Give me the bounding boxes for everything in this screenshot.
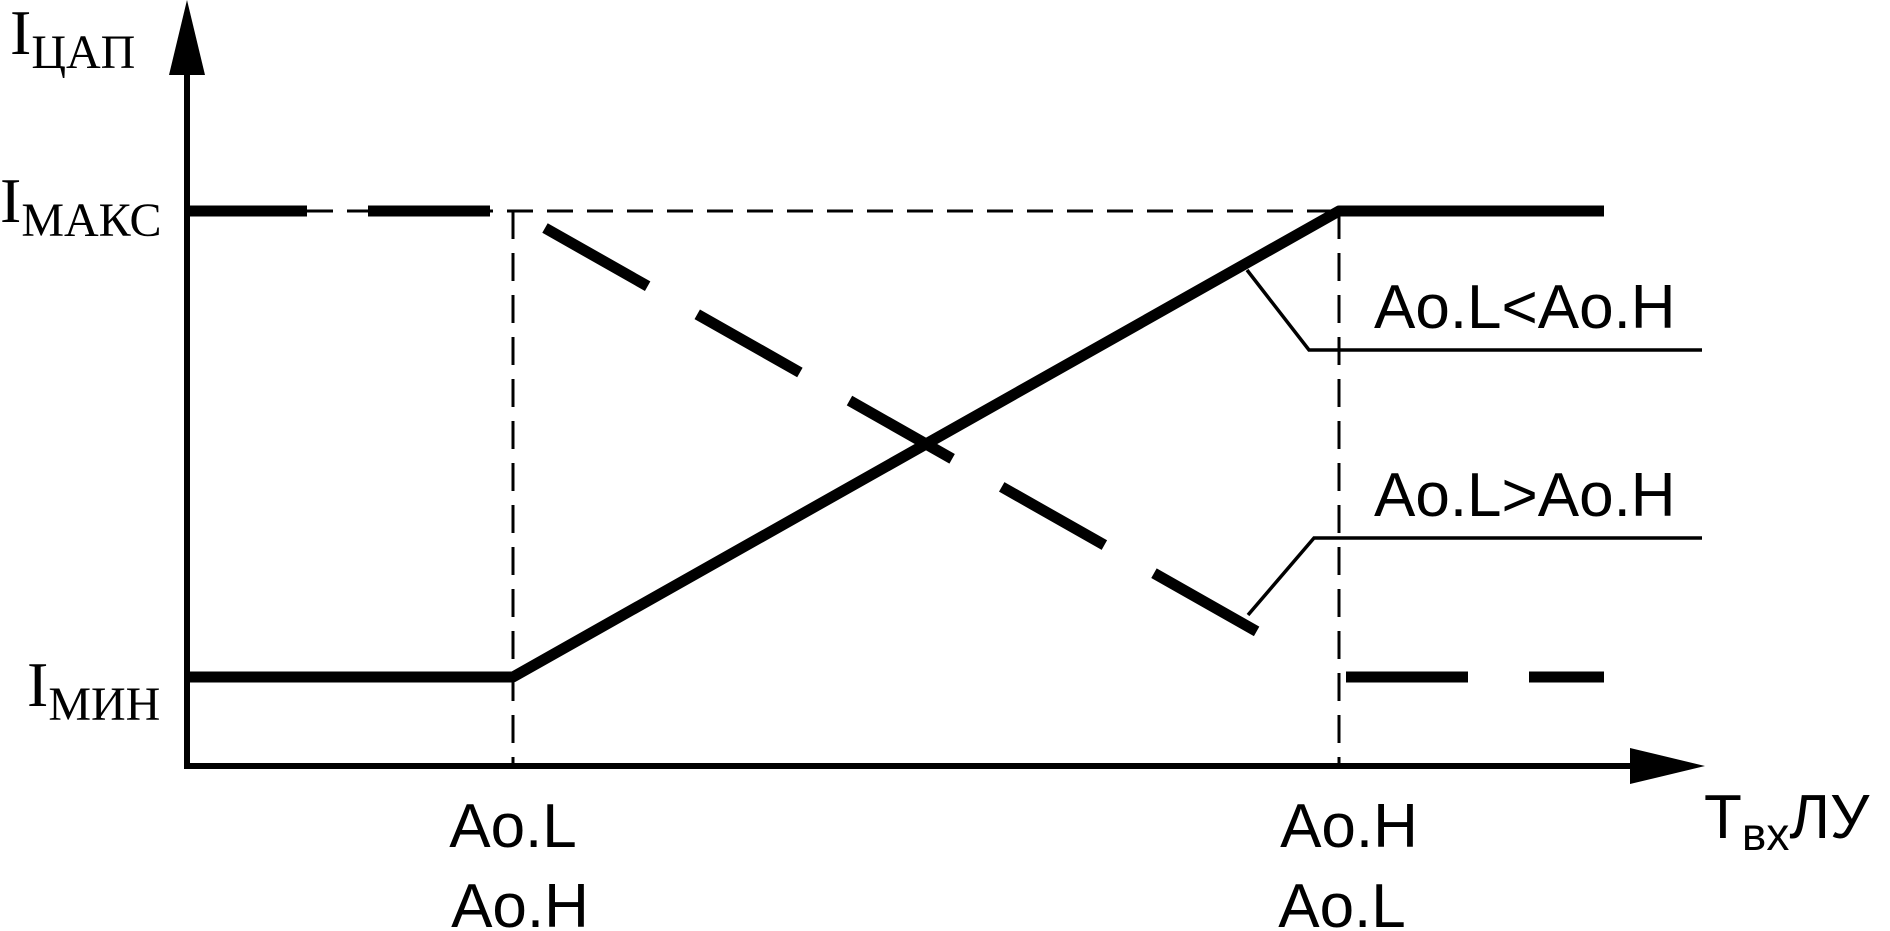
level-min-label-sub: МИН — [48, 678, 160, 731]
y-axis-label-main: I — [10, 0, 31, 68]
x-axis-arrowhead — [1630, 748, 1705, 784]
x-axis-label-suffix: ЛУ — [1789, 783, 1870, 852]
x-axis-label-main: T — [1704, 783, 1742, 852]
x-tick-right-bottom: Ao.L — [1278, 872, 1406, 931]
legend-leader-dashed — [1246, 536, 1702, 617]
x-axis-label-sub: вх — [1742, 808, 1789, 860]
level-max-label: IМАКС — [0, 165, 162, 247]
x-tick-right-top: Ao.H — [1280, 792, 1418, 861]
level-max-label-main: I — [0, 165, 21, 236]
x-axis-label: TвхЛУ — [1704, 783, 1870, 860]
x-tick-left-bottom: Ao.H — [451, 872, 589, 931]
legend-label-solid: Ao.L<Ao.H — [1374, 273, 1676, 342]
level-min-label-main: I — [27, 649, 48, 720]
y-axis-arrowhead — [169, 0, 205, 75]
level-min-label: IМИН — [27, 649, 160, 731]
y-axis-label: IЦАП — [10, 0, 135, 79]
level-max-label-sub: МАКС — [21, 194, 161, 247]
legend-leader-solid — [1245, 268, 1702, 352]
y-axis-label-sub: ЦАП — [31, 26, 135, 79]
dashed-curve-slope — [542, 223, 1296, 657]
x-tick-left-top: Ao.L — [449, 792, 577, 861]
legend-label-dashed: Ao.L>Ao.H — [1374, 461, 1676, 530]
